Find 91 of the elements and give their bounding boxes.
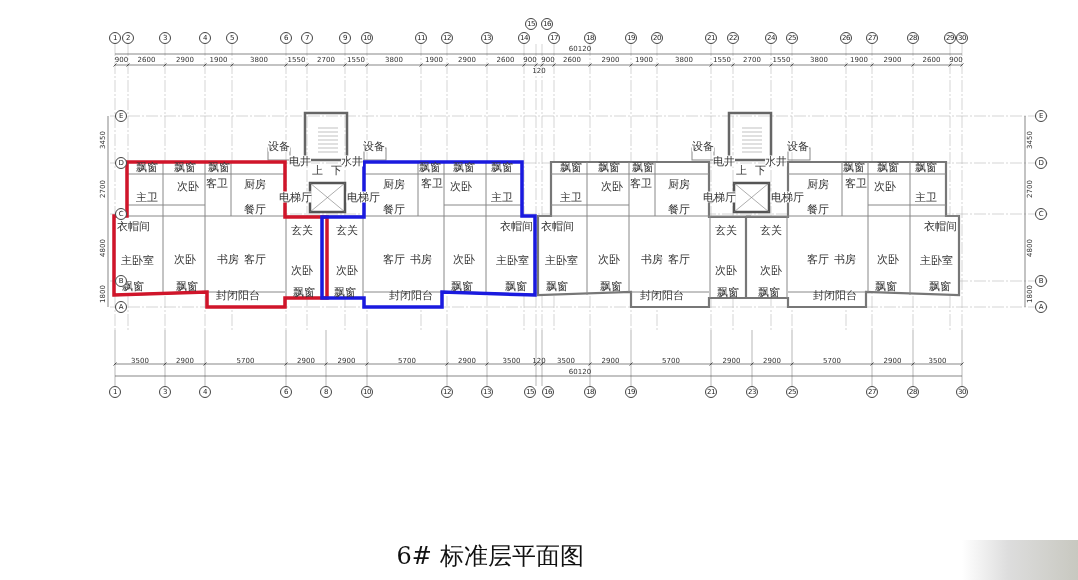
- room-label: 飘窗: [929, 280, 951, 292]
- room-label: 主卫: [491, 191, 513, 203]
- room-label: 封闭阳台: [389, 289, 433, 301]
- room-label: 餐厅: [807, 203, 829, 215]
- room-label: 次卧: [601, 180, 623, 192]
- room-label: 主卧室: [495, 254, 529, 266]
- room-label: 飘窗: [491, 161, 513, 173]
- room-label: 飘窗: [758, 286, 780, 298]
- room-label: 飘窗: [915, 161, 937, 173]
- room-label: 客厅: [383, 253, 405, 265]
- room-label: 设备: [268, 140, 290, 152]
- room-label: 设备: [692, 140, 714, 152]
- room-label: 封闭阳台: [216, 289, 260, 301]
- room-label: 厨房: [244, 178, 266, 190]
- room-label: 次卧: [877, 253, 899, 265]
- room-label: 主卧室: [120, 254, 154, 266]
- room-label: 衣帽间: [499, 220, 533, 232]
- room-label: 飘窗: [176, 280, 198, 292]
- room-label: 电梯厅: [346, 191, 380, 203]
- room-label: 主卫: [136, 191, 158, 203]
- room-label: 主卫: [915, 191, 937, 203]
- room-label: 设备: [787, 140, 809, 152]
- room-label: 飘窗: [505, 280, 527, 292]
- plan-title: 6# 标准层平面图: [396, 544, 584, 568]
- room-label: 飘窗: [334, 286, 356, 298]
- room-label: 次卧: [336, 264, 358, 276]
- room-label: 上: [311, 164, 323, 176]
- room-label: 厨房: [668, 178, 690, 190]
- room-label: 玄关: [336, 224, 358, 236]
- room-label: 次卧: [177, 180, 199, 192]
- room-label: 下: [330, 164, 342, 176]
- room-label: 次卧: [874, 180, 896, 192]
- room-label: 封闭阳台: [640, 289, 684, 301]
- room-label: 书房: [834, 253, 856, 265]
- room-label: 飘窗: [600, 280, 622, 292]
- room-label: 厨房: [383, 178, 405, 190]
- room-label: 主卧室: [544, 254, 578, 266]
- room-label: 飘窗: [208, 161, 230, 173]
- room-label: 飘窗: [877, 161, 899, 173]
- room-label: 电井: [289, 155, 311, 167]
- room-label: 次卧: [598, 253, 620, 265]
- room-label: 厨房: [807, 178, 829, 190]
- room-label: 客厅: [807, 253, 829, 265]
- room-label: 飘窗: [632, 161, 654, 173]
- room-label: 次卧: [760, 264, 782, 276]
- room-label: 飘窗: [453, 161, 475, 173]
- room-label: 电井: [713, 155, 735, 167]
- room-label: 餐厅: [244, 203, 266, 215]
- room-label: 电梯厅: [702, 191, 736, 203]
- room-label: 电梯厅: [770, 191, 804, 203]
- room-label: 飘窗: [843, 161, 865, 173]
- room-label: 餐厅: [668, 203, 690, 215]
- room-label: 客厅: [668, 253, 690, 265]
- room-label: 上: [735, 164, 747, 176]
- room-label: 飘窗: [598, 161, 620, 173]
- room-label: 飘窗: [875, 280, 897, 292]
- room-label: 客卫: [421, 177, 443, 189]
- room-label: 客卫: [630, 177, 652, 189]
- room-label: 次卧: [450, 180, 472, 192]
- room-label: 衣帽间: [116, 220, 150, 232]
- room-label: 飘窗: [451, 280, 473, 292]
- room-label: 玄关: [715, 224, 737, 236]
- room-label: 电梯厅: [278, 191, 312, 203]
- room-label: 飘窗: [136, 161, 158, 173]
- room-label: 餐厅: [383, 203, 405, 215]
- room-label: 主卫: [560, 191, 582, 203]
- room-label: 飘窗: [560, 161, 582, 173]
- room-label: 飘窗: [419, 161, 441, 173]
- room-label: 客厅: [244, 253, 266, 265]
- room-label: 飘窗: [293, 286, 315, 298]
- room-label: 客卫: [845, 177, 867, 189]
- room-label: 飘窗: [717, 286, 739, 298]
- room-label: 水井: [341, 155, 363, 167]
- room-label: 设备: [363, 140, 385, 152]
- room-label: 次卧: [291, 264, 313, 276]
- room-label: 主卧室: [919, 254, 953, 266]
- room-label: 下: [754, 164, 766, 176]
- room-label: 封闭阳台: [813, 289, 857, 301]
- room-label: 客卫: [206, 177, 228, 189]
- room-label: 次卧: [453, 253, 475, 265]
- room-label: 水井: [765, 155, 787, 167]
- room-label: 飘窗: [546, 280, 568, 292]
- room-label: 玄关: [760, 224, 782, 236]
- room-label: 次卧: [174, 253, 196, 265]
- room-label: 书房: [217, 253, 239, 265]
- room-label: 书房: [410, 253, 432, 265]
- room-label: 次卧: [715, 264, 737, 276]
- room-label: 衣帽间: [923, 220, 957, 232]
- room-label: 书房: [641, 253, 663, 265]
- room-label: 飘窗: [174, 161, 196, 173]
- room-label: 玄关: [291, 224, 313, 236]
